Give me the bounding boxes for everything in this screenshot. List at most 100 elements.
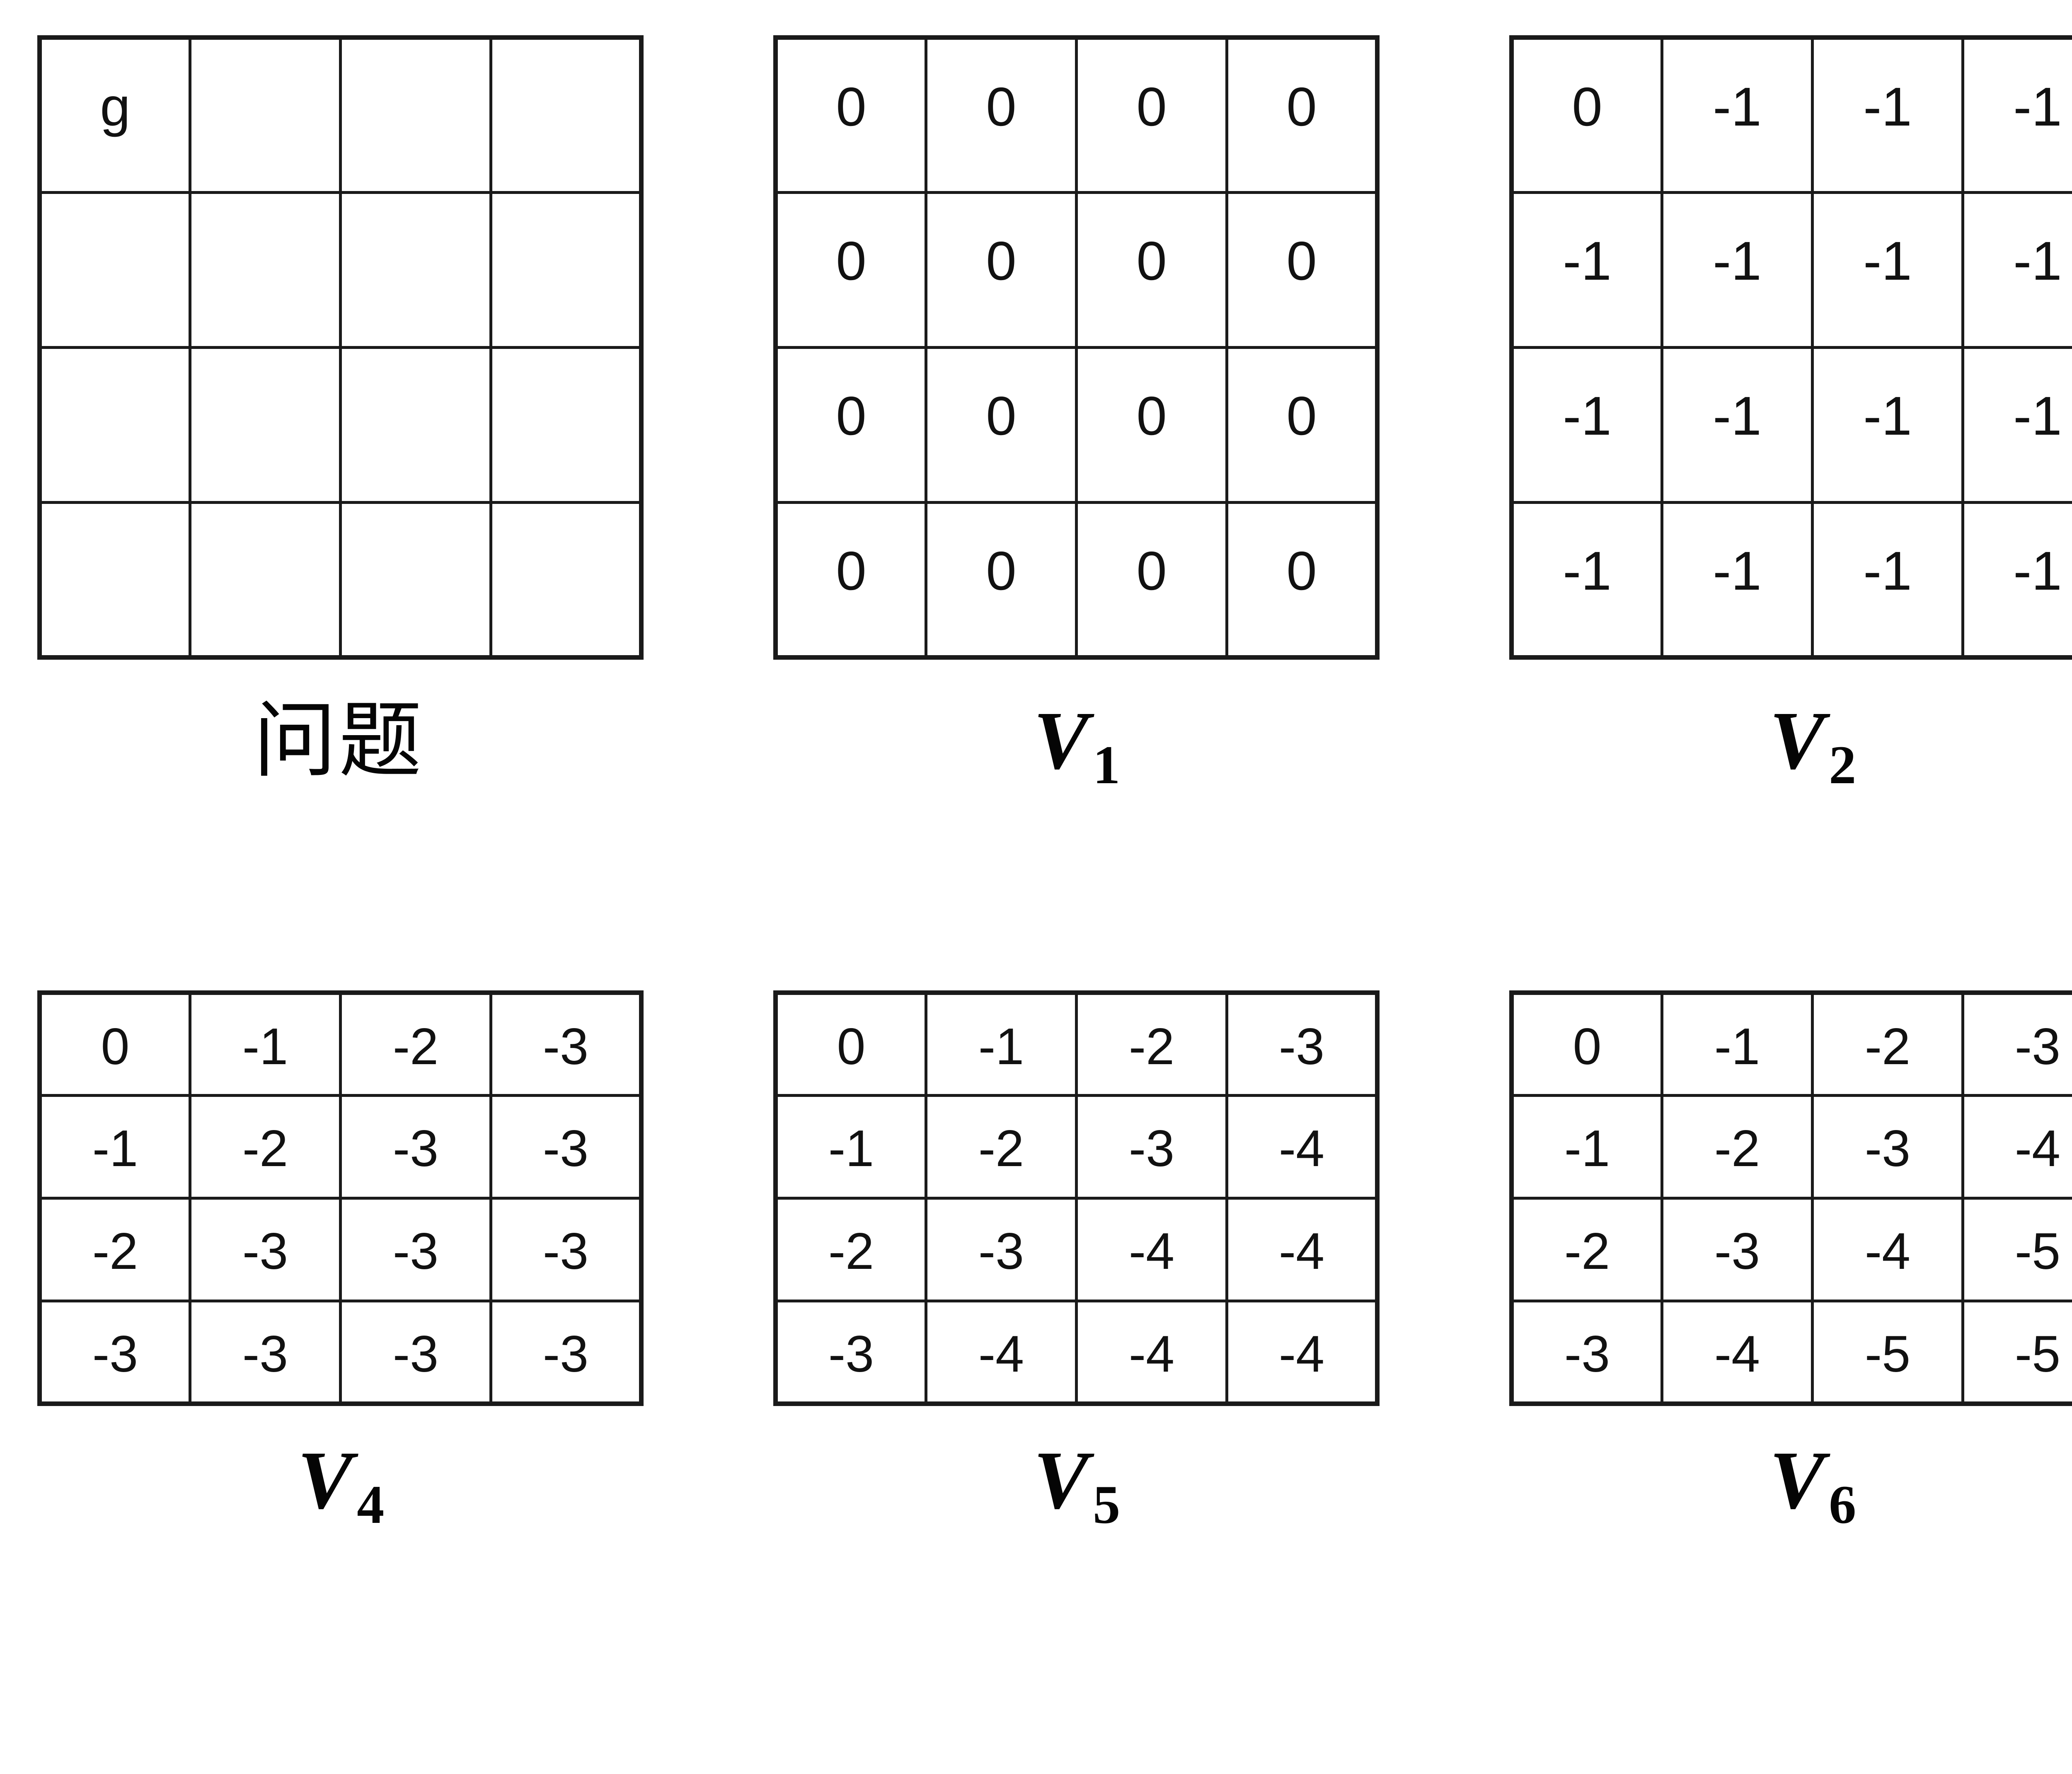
grid-cell: 0: [1225, 191, 1379, 349]
grid-cell: -2: [189, 1094, 342, 1200]
grid-cell: -2: [925, 1094, 1078, 1200]
grid-row: -2-3-4-4: [774, 1197, 1379, 1302]
grid-cell: -3: [1811, 1094, 1964, 1200]
grid-cell: -1: [1510, 1094, 1663, 1200]
caption-v6: V6: [1509, 1439, 2072, 1532]
grid-cell: 0: [925, 346, 1078, 504]
grid-cell: 0: [1510, 991, 1663, 1097]
grid-cell: 0: [925, 501, 1078, 659]
grid-cell: 0: [1075, 501, 1228, 659]
grid-cell: -1: [1961, 346, 2072, 504]
caption-v4-symbol: V: [297, 1435, 353, 1526]
grid-v2: 0-1-1-1-1-1-1-1-1-1-1-1-1-1-1-1: [1509, 35, 2072, 660]
grid-cell: 0: [925, 191, 1078, 349]
panel-v5: 0-1-2-3-1-2-3-4-2-3-4-4-3-4-4-4 V5: [773, 990, 1380, 1757]
grid-cell: -3: [489, 991, 643, 1097]
grid-row: -2-3-3-3: [38, 1197, 643, 1302]
grid-cell: [489, 191, 643, 349]
grid-cell: -2: [1811, 991, 1964, 1097]
grid-cell: -2: [339, 991, 492, 1097]
grid-cell: [38, 191, 191, 349]
grid-cell: -3: [925, 1197, 1078, 1302]
grid-cell: -1: [1661, 501, 1814, 659]
grid-row: 0-1-2-3: [1510, 991, 2072, 1097]
grid-cell: -1: [1811, 36, 1964, 194]
grid-cell: -1: [1510, 346, 1663, 504]
caption-v4: V4: [37, 1439, 640, 1532]
grid-v5: 0-1-2-3-1-2-3-4-2-3-4-4-3-4-4-4: [773, 990, 1380, 1406]
grid-cell: [489, 36, 643, 194]
grid-cell: [189, 501, 342, 659]
grid-cell: -4: [1661, 1300, 1814, 1405]
grid-cell: -1: [1961, 191, 2072, 349]
grid-cell: -4: [1075, 1197, 1228, 1302]
grid-cell: [339, 36, 492, 194]
grid-cell: 0: [774, 346, 927, 504]
caption-v2-symbol: V: [1769, 695, 1825, 787]
panel-v2: 0-1-1-1-1-1-1-1-1-1-1-1-1-1-1-1 V2: [1509, 35, 2072, 823]
grid-cell: -1: [1811, 346, 1964, 504]
grid-cell: -4: [1225, 1300, 1379, 1405]
grid-row: g: [38, 36, 643, 194]
grid-cell: -3: [489, 1094, 643, 1200]
caption-v1-subscript: 1: [1093, 734, 1121, 795]
grid-cell: -1: [1661, 346, 1814, 504]
grid-cell: -3: [1510, 1300, 1663, 1405]
grid-cell: 0: [1075, 36, 1228, 194]
grid-cell: -1: [1510, 501, 1663, 659]
grid-cell: -1: [1811, 191, 1964, 349]
grid-cell: -1: [774, 1094, 927, 1200]
grid-cell: -3: [774, 1300, 927, 1405]
caption-v5: V5: [773, 1439, 1376, 1532]
grid-cell: 0: [774, 191, 927, 349]
grid-cell: -3: [38, 1300, 191, 1405]
grid-cell: [339, 501, 492, 659]
grid-cell: -3: [1225, 991, 1379, 1097]
grid-row: -1-2-3-4: [1510, 1094, 2072, 1200]
grid-cell: -3: [339, 1094, 492, 1200]
grid-row: -1-1-1-1: [1510, 191, 2072, 349]
grid-cell: -3: [489, 1197, 643, 1302]
caption-v5-subscript: 5: [1093, 1474, 1121, 1535]
grid-row: 0-1-2-3: [38, 991, 643, 1097]
grid-cell: 0: [774, 991, 927, 1097]
grid-cell: 0: [1075, 191, 1228, 349]
caption-v6-symbol: V: [1769, 1435, 1825, 1526]
grid-row: -3-3-3-3: [38, 1300, 643, 1405]
grid-cell: -3: [489, 1300, 643, 1405]
grid-cell: 0: [1225, 36, 1379, 194]
grid-cell: -4: [1225, 1094, 1379, 1200]
grid-cell: [189, 191, 342, 349]
grid-cell: -5: [1811, 1300, 1964, 1405]
grid-row: -3-4-4-4: [774, 1300, 1379, 1405]
grid-cell: -2: [1510, 1197, 1663, 1302]
grid-cell: -1: [925, 991, 1078, 1097]
grid-cell: -4: [1961, 1094, 2072, 1200]
grid-row: -3-4-5-5: [1510, 1300, 2072, 1405]
grid-cell: -1: [189, 991, 342, 1097]
grid-cell: -3: [189, 1197, 342, 1302]
grid-cell: g: [38, 36, 191, 194]
grid-cell: [489, 346, 643, 504]
grid-cell: -1: [1961, 36, 2072, 194]
grid-cell: -3: [189, 1300, 342, 1405]
grid-cell: -1: [1510, 191, 1663, 349]
caption-v1: V1: [773, 699, 1376, 792]
grid-row: -2-3-4-5: [1510, 1197, 2072, 1302]
panel-v4: 0-1-2-3-1-2-3-3-2-3-3-3-3-3-3-3 V4: [37, 990, 644, 1757]
grid-cell: -3: [1075, 1094, 1228, 1200]
caption-problem: 问题: [253, 692, 424, 789]
caption-v2-subscript: 2: [1829, 734, 1857, 795]
caption-v5-symbol: V: [1033, 1435, 1089, 1526]
grid-cell: 0: [1225, 346, 1379, 504]
grid-cell: -4: [1225, 1197, 1379, 1302]
grid-row: [38, 346, 643, 504]
grid-cell: 0: [774, 36, 927, 194]
